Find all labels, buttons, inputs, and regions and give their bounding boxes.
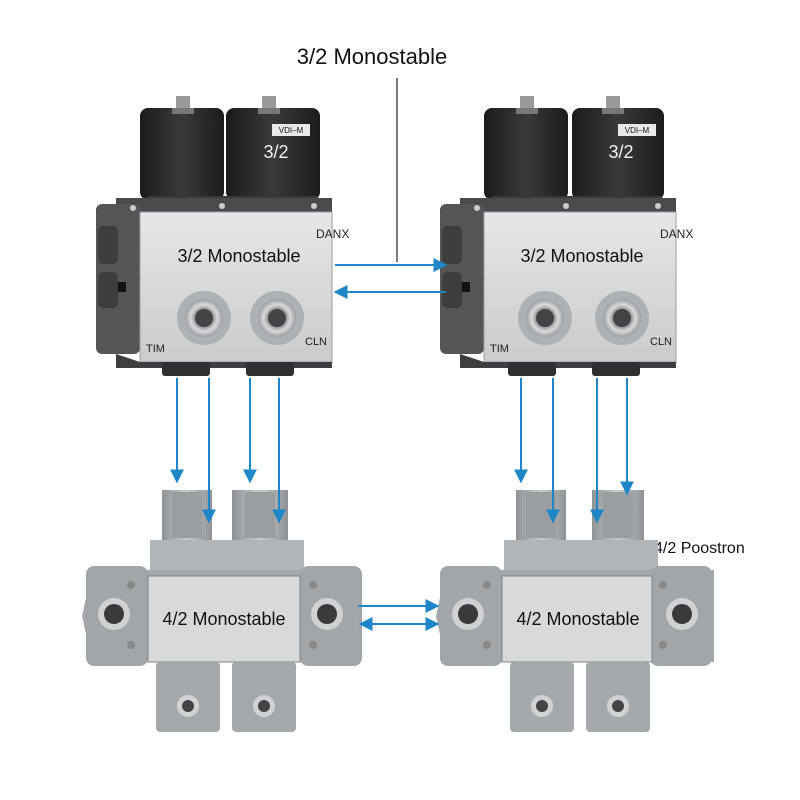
port-label-left: TIM [146,343,165,355]
manifold-valve-left: 4/2 Monostable [82,490,362,732]
solenoid-coil-rear [484,96,568,200]
coil-tag-plate [618,124,656,136]
diagram-title: 3/2 Monostable [297,44,447,69]
manifold-plate [501,575,653,663]
bottom-fitting [592,362,640,376]
valve-brand: DANX [316,227,349,241]
manifold-plate [147,575,301,663]
solenoid-coil-front: VDI–М 3/2 [572,96,664,200]
solenoid-coil-rear [140,96,224,200]
coil-label: 3/2 [608,142,633,162]
manifold-body-label: 4/2 Monostable [162,609,285,629]
manifold-body-label: 4/2 Monostable [516,609,639,629]
solenoid-valve-right: VDI–М 3/2 DANX 3/2 Monostable TIM CLN [440,96,693,376]
port-label-left: TIM [490,343,509,355]
port-label-right: CLN [650,336,672,348]
manifold-valve-right: 4/2 Monostable [436,490,714,732]
port-left [518,291,572,345]
valve-brand: DANX [660,227,693,241]
coil-tag: VDI–М [279,126,304,135]
port-left [177,291,231,345]
port-right [250,291,304,345]
port-right [595,291,649,345]
coil-tag: VDI–М [625,126,650,135]
bottom-fitting [246,362,294,376]
port-label-right: CLN [305,336,327,348]
coil-label: 3/2 [263,142,288,162]
coil-tag-plate [272,124,310,136]
solenoid-coil-front: VDI–М 3/2 [226,96,320,200]
bottom-fitting [508,362,556,376]
side-label: 4/2 Poostron [654,540,745,557]
bottom-fitting [162,362,210,376]
valve-body-label: 3/2 Monostable [177,246,300,266]
valve-body-label: 3/2 Monostable [520,246,643,266]
solenoid-valve-left: VDI–М 3/2 DANX 3/2 Monostable TIM [96,96,349,376]
